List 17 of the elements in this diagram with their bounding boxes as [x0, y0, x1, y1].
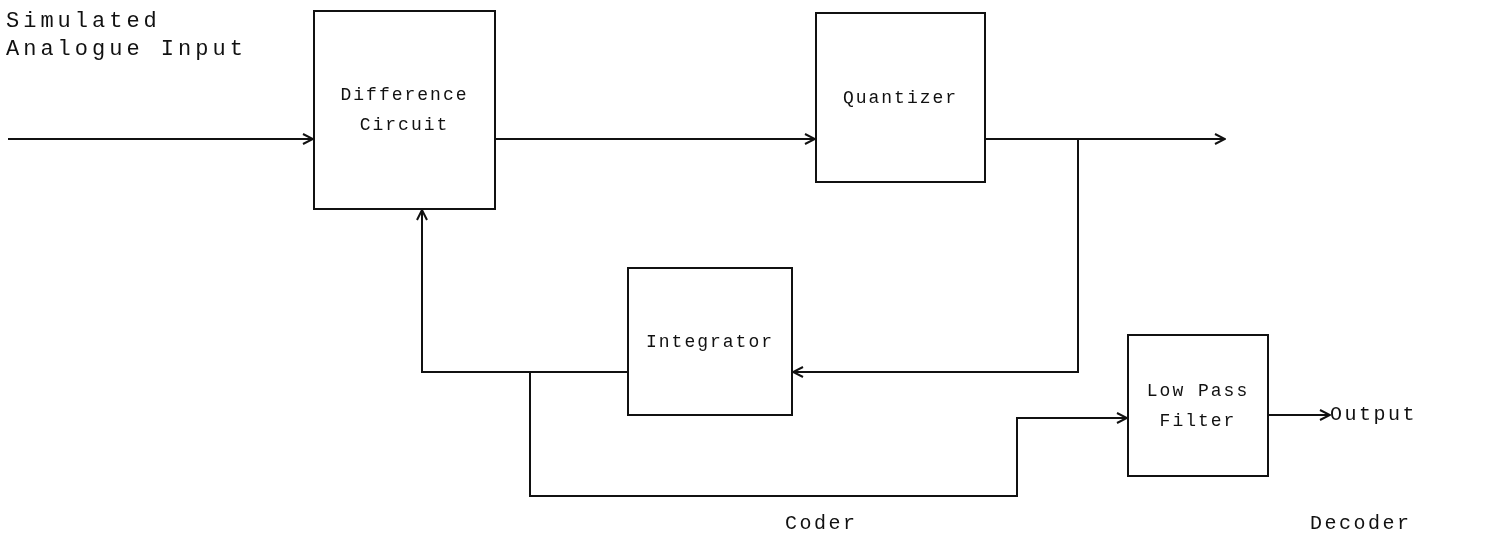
arrow	[792, 138, 1079, 378]
block-label: Integrator	[646, 331, 774, 352]
block-label: Quantizer	[842, 87, 959, 108]
process-box	[627, 267, 793, 416]
section-label: Decoder	[1310, 512, 1412, 535]
process-box	[313, 10, 496, 210]
output-label: Output	[1330, 403, 1417, 426]
process-box	[1127, 334, 1269, 477]
process-box	[815, 12, 986, 183]
input-label: Simulated Analogue Input	[6, 8, 248, 64]
arrow	[7, 133, 314, 145]
section-label: Coder	[785, 512, 858, 535]
block-label: Difference Circuit	[340, 85, 469, 135]
block-label: Low Pass Filter	[1146, 380, 1250, 431]
arrow	[529, 371, 1128, 497]
arrow	[495, 133, 816, 145]
arrow	[1268, 409, 1331, 421]
